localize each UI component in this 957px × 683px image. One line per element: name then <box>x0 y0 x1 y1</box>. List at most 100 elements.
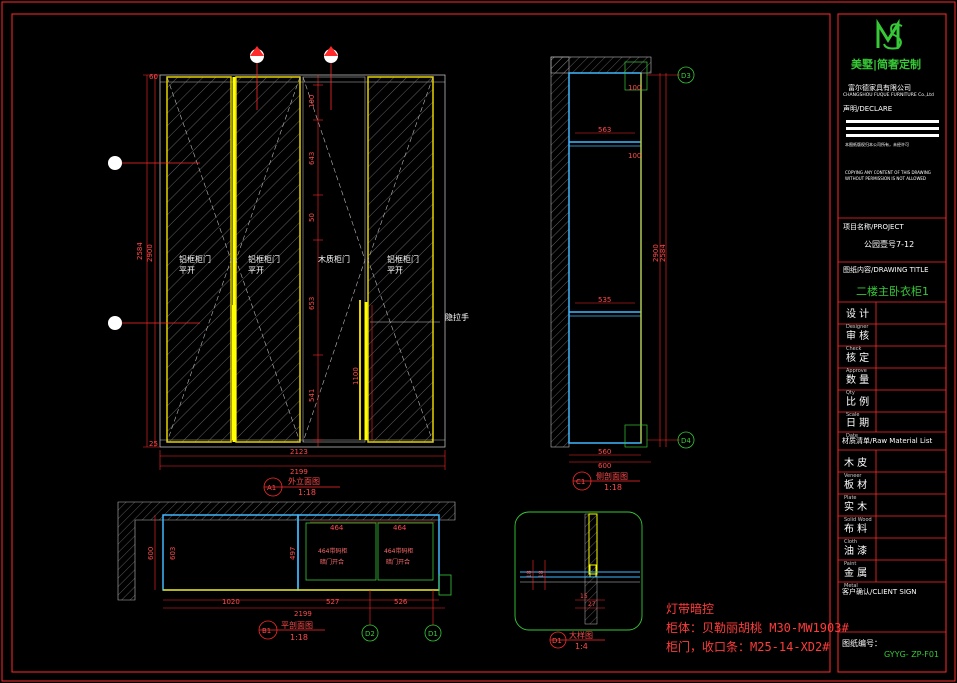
label-door-b-sub: 平开 <box>248 266 264 275</box>
client-sign-label: 客户确认/CLIENT SIGN <box>842 588 917 596</box>
dim-detail-d: 15 <box>580 593 588 600</box>
note-line-1: 灯带暗控 <box>666 602 715 616</box>
view-scale-plan: 1:18 <box>290 633 308 642</box>
dim-side-shelf-mid: 563 <box>598 126 611 134</box>
door-panel-1 <box>166 76 232 443</box>
label-door-a-sub: 平开 <box>179 266 195 275</box>
dim-side-shelf-low: 535 <box>598 296 611 304</box>
view-title-detail: 大样图 <box>569 630 593 640</box>
view-scale-front: 1:18 <box>298 488 316 497</box>
note-line-3: 柜门，收口条：M25-14-XD2# <box>666 640 830 654</box>
dim-front-seg3: 50 <box>308 213 316 222</box>
dim-plan-side-inner: 497 <box>289 547 297 560</box>
drawing-no-label: 图纸编号： <box>842 639 882 648</box>
dim-front-handle: 1100 <box>352 367 360 385</box>
note-line-2: 柜体：贝勒丽胡桃 M30-MW1903# <box>666 621 849 635</box>
dim-front-seg4: 653 <box>308 297 316 310</box>
marker-d4: D4 <box>681 437 691 445</box>
sheet-border-inner <box>11 13 831 673</box>
dim-side-shelf-top: 100 <box>628 84 641 92</box>
section-marker-left-lower <box>108 316 200 330</box>
marker-d2: D2 <box>365 630 375 638</box>
dim-front-width-total: 2199 <box>290 468 308 476</box>
label-panel-left-sub: 暗门开合 <box>320 558 344 566</box>
view-scale-side: 1:18 <box>604 483 622 492</box>
dim-detail-c: 27 <box>588 601 596 608</box>
dim-front-top-left: 60 <box>149 73 158 81</box>
drawing-title-label: 图纸内容/DRAWING TITLE <box>843 266 929 274</box>
marker-d3: D3 <box>681 72 691 80</box>
dim-front-total-height: 2584 <box>136 242 144 260</box>
brand-name: 美墅|简奢定制 <box>851 58 922 71</box>
label-door-d: 铝框柜门 <box>387 254 419 264</box>
dim-front-seg1: 100 <box>308 95 316 108</box>
dim-side-height-total: 2584 <box>659 244 667 262</box>
label-door-b: 铝框柜门 <box>248 254 280 264</box>
plan-section <box>117 501 456 642</box>
view-title-front: 外立面图 <box>288 476 320 486</box>
declare-text-1: 本图纸版权归本公司所有，未经许可 <box>845 142 909 147</box>
dim-side-depth-inner: 560 <box>598 448 611 456</box>
side-section <box>550 56 695 491</box>
company-cn: 富尔德家具有限公司 <box>848 84 911 92</box>
dim-plan-depth: 600 <box>147 547 155 560</box>
dim-plan-left-width: 1020 <box>222 598 240 606</box>
dim-plan-top2: 464 <box>393 524 407 532</box>
view-title-plan: 平剖面图 <box>281 620 313 630</box>
label-door-d-sub: 平开 <box>387 266 403 275</box>
door-panel-4 <box>367 76 434 443</box>
section-marker-top-right <box>324 46 338 110</box>
company-en: CHANGSHOU FUQUE FURNITURE Co.,Ltd <box>843 93 934 98</box>
view-mark-side: C1 <box>576 478 585 486</box>
dim-plan-top1: 464 <box>330 524 344 532</box>
view-mark-detail: D1 <box>552 637 562 645</box>
dim-front-bottom-left: 25 <box>149 440 158 448</box>
dim-side-height-inner: 2900 <box>652 244 660 262</box>
view-mark-plan: B1 <box>262 627 271 635</box>
declare-label: 声明/DECLARE <box>843 105 893 113</box>
view-mark-front: A1 <box>267 484 276 492</box>
material-list-label: 材质清单/Raw Material List <box>842 437 933 445</box>
label-panel-left: 464带码柜 <box>318 547 347 555</box>
dim-detail-b: 18 <box>538 570 545 578</box>
dim-plan-total: 2199 <box>294 610 312 618</box>
dim-side-shelf-mid2: 100 <box>628 152 641 160</box>
dim-plan-mid: 527 <box>326 598 339 606</box>
label-handle: 隐拉手 <box>445 312 469 322</box>
section-marker-top-left <box>250 46 264 110</box>
project-value: 公园壹号7-12 <box>864 240 915 249</box>
title-block-grid <box>838 217 946 633</box>
title-block-frame <box>837 13 947 673</box>
view-title-side: 侧剖面图 <box>596 471 628 481</box>
label-panel-right: 464带码柜 <box>384 547 413 555</box>
dim-detail-a: 18 <box>526 570 533 578</box>
front-elevation <box>108 46 446 497</box>
dim-front-seg2: 643 <box>308 152 316 165</box>
declare-text-2: COPYING ANY CONTENT OF THIS DRAWING WITH… <box>845 170 931 181</box>
declare-redacted-bars <box>846 120 939 137</box>
section-marker-left-upper <box>108 156 200 170</box>
marker-d1: D1 <box>428 630 438 638</box>
dim-front-width-inner: 2123 <box>290 448 308 456</box>
detail-view <box>514 511 643 649</box>
label-door-a: 铝框柜门 <box>179 254 211 264</box>
brand-logo-icon <box>876 18 903 50</box>
dim-side-depth-total: 600 <box>598 462 611 470</box>
drawing-title-value: 二楼主卧衣柜1 <box>856 285 929 298</box>
label-door-c: 木质柜门 <box>318 254 350 264</box>
